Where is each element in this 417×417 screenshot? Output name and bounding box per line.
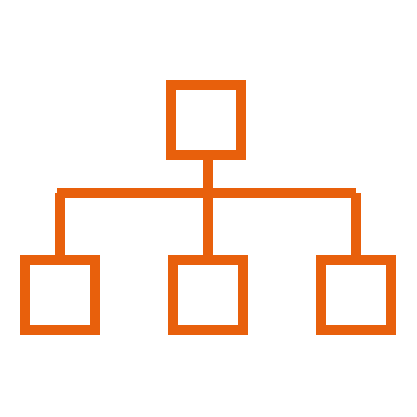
- top-node-box: [166, 80, 246, 160]
- left-child-node-box: [20, 255, 100, 335]
- middle-child-node-box: [168, 255, 248, 335]
- right-child-node-box: [316, 255, 396, 335]
